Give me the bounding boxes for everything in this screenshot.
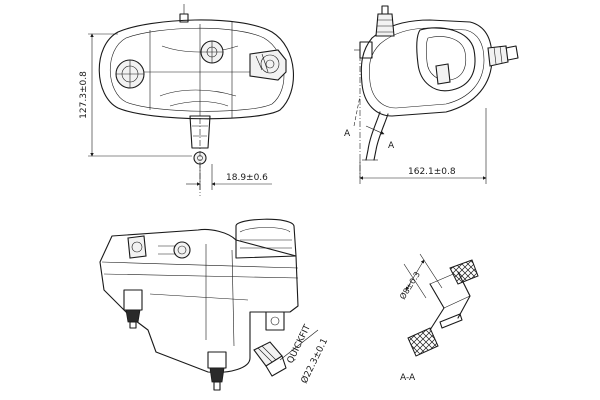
bottom-outlet-port (189, 115, 211, 165)
quickfit-label: QUICKFIT (286, 323, 314, 365)
front-cap-right (158, 241, 191, 259)
front-outlet-left (123, 289, 143, 329)
front-view (99, 218, 299, 391)
section-caption: A-A (400, 373, 416, 383)
top-view (98, 4, 294, 196)
filler-cap-left (115, 59, 145, 89)
dimension-port-offset: 18.9±0.6 (186, 164, 272, 190)
front-cap-left (127, 235, 147, 259)
hose-nozzle-right (249, 49, 287, 81)
section-view: Ø8±0.3 A-A (397, 253, 479, 383)
section-marker-2: A (388, 141, 395, 151)
front-outlet-bottom (207, 351, 227, 391)
height-dim-label: 127.3±0.8 (79, 71, 89, 119)
dimension-depth: 162.1±0.8 (359, 108, 487, 184)
quickfit-connector (253, 341, 287, 377)
side-cap (375, 5, 395, 37)
section-marker-1: A (344, 129, 351, 139)
quickfit-annotation: QUICKFIT Ø22.3±0.1 (279, 323, 330, 385)
port-offset-dim-label: 18.9±0.6 (226, 173, 268, 183)
side-connector-right (487, 45, 519, 67)
dimension-height: 127.3±0.8 (79, 33, 192, 157)
section-width-label: Ø8±0.3 (397, 270, 422, 301)
filler-cap-center (200, 40, 224, 64)
depth-dim-label: 162.1±0.8 (408, 167, 456, 177)
side-view: A A (344, 5, 519, 178)
